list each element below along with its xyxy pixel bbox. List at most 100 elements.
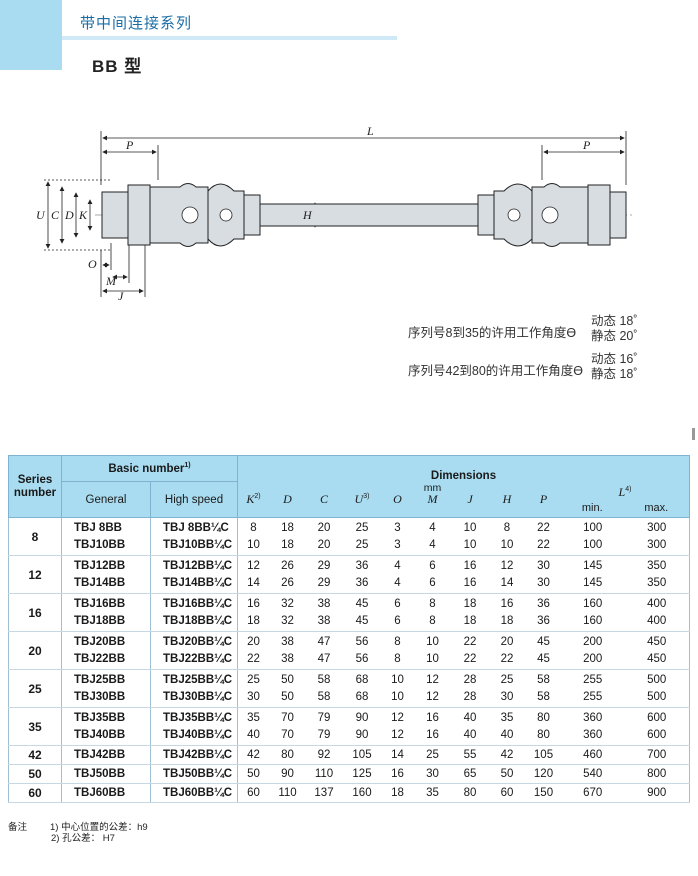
dim-value-cell: 50 (488, 764, 526, 784)
dim-value: 25 (355, 538, 369, 551)
dim-value: 35 (500, 711, 514, 724)
dim-value: 6 (394, 614, 401, 627)
series-cell: 12 (8, 555, 62, 594)
dim-value: 47 (317, 652, 331, 665)
dim-value: 8 (503, 521, 511, 534)
dim-value: 45 (537, 635, 550, 648)
dim-value: 70 (281, 728, 294, 741)
dim-value-cell: 50 (237, 764, 269, 784)
dim-value: 92 (317, 748, 331, 761)
dim-value: 58 (317, 673, 331, 686)
general-model-cell-line: TBJ14BB (74, 576, 126, 589)
dim-value: 36 (537, 614, 550, 627)
dim-value: 110 (314, 767, 334, 780)
dim-value: 14 (247, 576, 260, 589)
L-minmax: min.max. (561, 501, 689, 516)
series-cell: 16 (8, 593, 62, 632)
dim-value: 30 (537, 559, 550, 572)
dim-value: 29 (317, 576, 331, 589)
notes-list: 1) 中心位置的公差：h9 2) 孔公差： H7 (50, 822, 148, 844)
section-title: 带中间连接系列 (80, 15, 193, 32)
dim-value-cell: 60 (237, 783, 269, 803)
dim-symbol: P (539, 491, 548, 506)
series-cell: 20 (8, 631, 62, 670)
col-header-series: Series number (8, 455, 62, 518)
dim-value: 18 (391, 786, 404, 799)
dim-value: 540 (583, 767, 603, 780)
dim-value-cell: 18 (382, 783, 413, 803)
col-header-dim-P: P (526, 481, 561, 518)
dim-value-cell: 105 (526, 745, 561, 765)
dim-value: 120 (533, 767, 554, 780)
dim-value: 3 (394, 538, 401, 551)
dim-value: 28 (463, 690, 477, 703)
dim-value-cell: 150 (526, 783, 561, 803)
dim-value-cell: 460 (561, 745, 625, 765)
general-model-cell-line: TBJ42BB (74, 748, 126, 761)
dim-value: 80 (281, 748, 294, 761)
dim-value: 6 (429, 559, 436, 572)
highspeed-model-cell-line: TBJ60BB¼C (163, 786, 233, 799)
dim-value: 105 (533, 748, 554, 761)
dim-value: 10 (463, 538, 477, 551)
general-model-cell-line: TBJ 8BB (74, 521, 122, 534)
col-header-dim-H: H (488, 481, 526, 518)
dim-value: 16 (463, 559, 477, 572)
dim-value: 38 (281, 635, 294, 648)
dim-value: 200 (583, 635, 603, 648)
col-header-dim-D: D (269, 481, 306, 518)
dim-value: 68 (355, 690, 369, 703)
dimensions-header-text: Dimensions (430, 469, 497, 482)
dim-value: 8 (250, 521, 257, 534)
dim-value: 600 (647, 728, 667, 741)
highspeed-model-cell-line: TBJ25BB¼C (163, 673, 233, 686)
dim-value: 500 (647, 690, 667, 703)
dim-value: 16 (500, 597, 514, 610)
dim-value: 125 (352, 767, 372, 780)
dim-value: 14 (500, 576, 514, 589)
dim-value: 600 (647, 711, 667, 724)
series-cell: 60 (8, 783, 62, 803)
dim-value-cell: 800 (624, 764, 691, 784)
general-model-cell-line: TBJ18BB (74, 614, 126, 627)
dim-value: 100 (583, 521, 603, 534)
dim-value: 58 (537, 690, 550, 703)
dim-value: 450 (647, 652, 667, 665)
highspeed-model-cell-line: TBJ10BB¼C (163, 538, 233, 551)
col-header-L: L4)min.max. (561, 481, 690, 518)
dim-label-M: M (105, 274, 117, 288)
dim-value: 16 (247, 597, 260, 610)
page-edge-mark (692, 428, 695, 440)
highspeed-model-cell-line: TBJ16BB¼C (163, 597, 233, 610)
general-model-cell-line: TBJ35BB (74, 711, 126, 724)
dim-value: 6 (429, 576, 436, 589)
dim-symbol: K (246, 491, 255, 506)
dim-value: 30 (247, 690, 260, 703)
general-model-cell-line: TBJ30BB (74, 690, 126, 703)
note-item: 1) 中心位置的公差：h9 (50, 822, 148, 833)
dim-value: 38 (281, 652, 294, 665)
dim-value: 47 (317, 635, 331, 648)
highspeed-model-cell-line: TBJ20BB¼C (163, 635, 233, 648)
